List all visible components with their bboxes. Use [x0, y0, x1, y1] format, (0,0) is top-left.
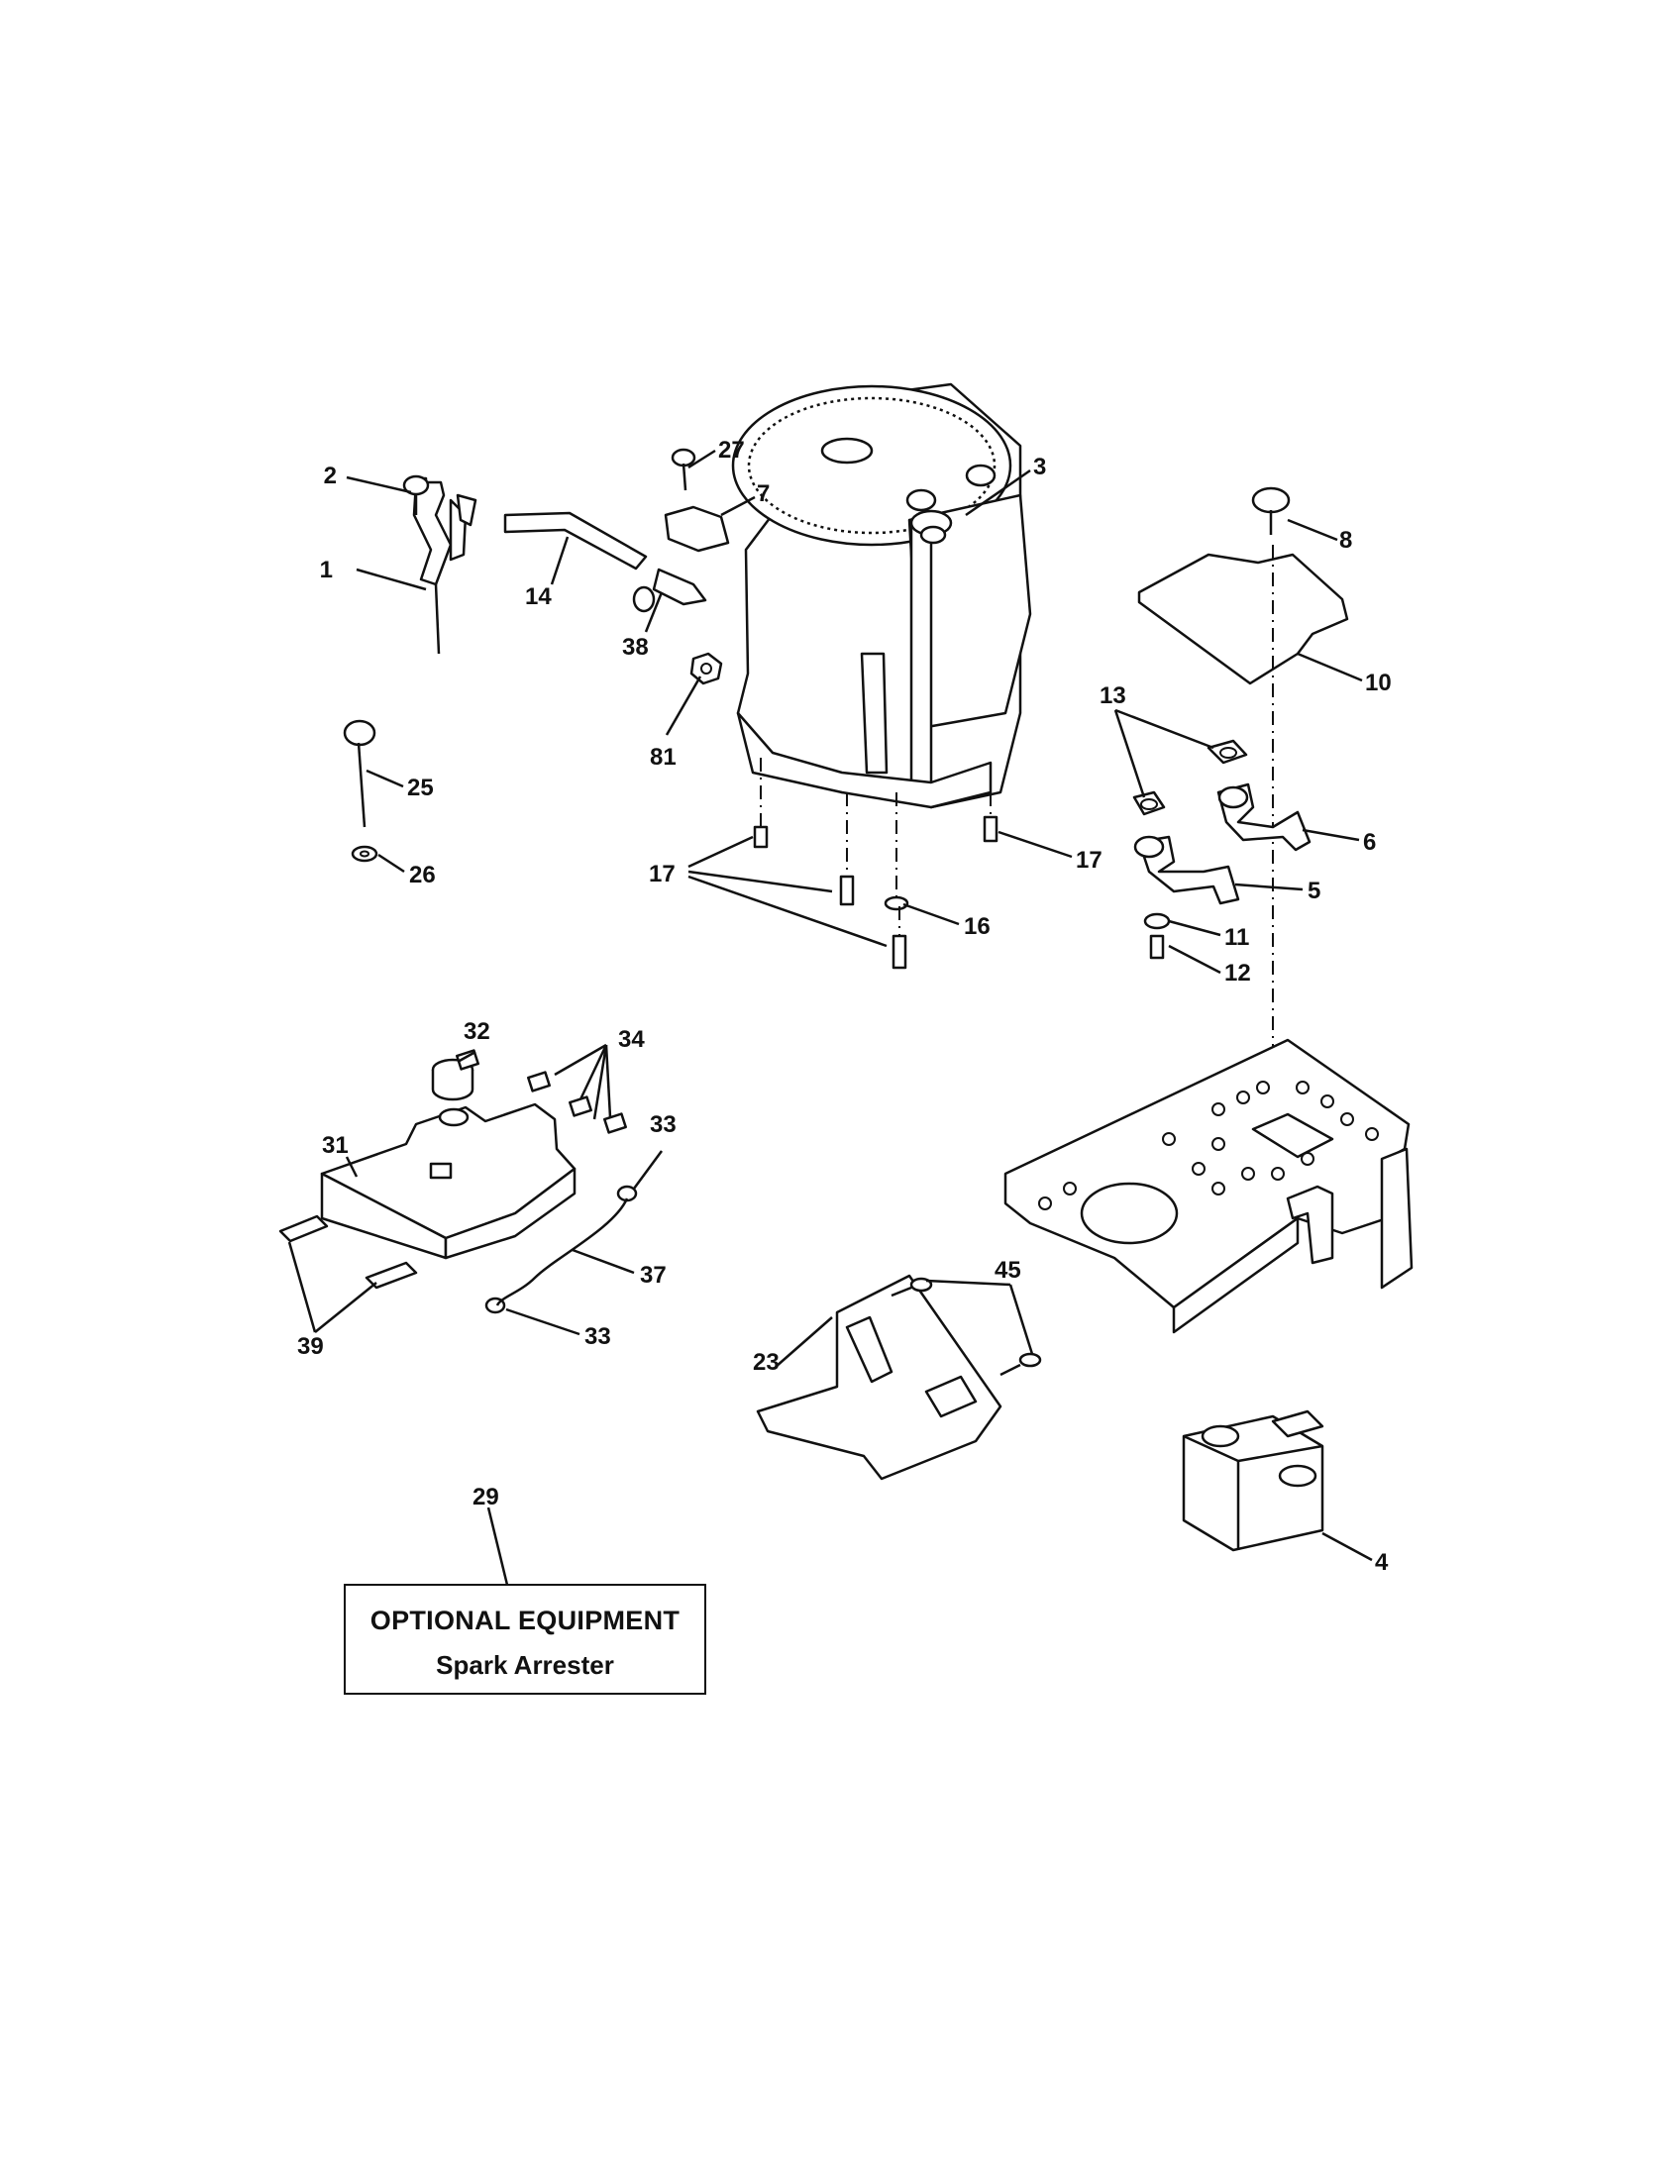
callout-12: 12: [1224, 960, 1251, 987]
callout-45: 45: [995, 1257, 1021, 1284]
callout-26: 26: [409, 862, 436, 888]
callout-5: 5: [1308, 878, 1320, 904]
callout-1: 1: [320, 557, 333, 583]
callout-34: 34: [618, 1026, 645, 1053]
grommet-part-34: [456, 1049, 627, 1134]
vent-tube-part-37: [495, 1197, 629, 1306]
callout-31: 31: [322, 1132, 349, 1159]
callout-10: 10: [1365, 670, 1392, 696]
callout-38: 38: [622, 634, 649, 661]
callout-16: 16: [964, 913, 991, 940]
callout-14: 14: [525, 583, 552, 610]
callout-8: 8: [1339, 527, 1352, 554]
callout-13: 13: [1100, 682, 1126, 709]
callout-29: 29: [472, 1484, 499, 1510]
choke-knob-part: [343, 719, 376, 828]
screw-part-8: [1251, 486, 1291, 535]
screw-part-2: [402, 474, 430, 515]
callout-33-bottom: 33: [584, 1323, 611, 1350]
bracket-part-23: [756, 1274, 1002, 1481]
callout-27: 27: [718, 437, 745, 464]
engine-part: [731, 382, 1032, 809]
lock-washer-part-11: [1143, 912, 1171, 930]
muffler-part: [1182, 1409, 1324, 1552]
callout-11: 11: [1224, 924, 1249, 951]
engine-mounting-plate: [1003, 1038, 1414, 1334]
callout-23: 23: [753, 1349, 780, 1376]
callout-37: 37: [640, 1262, 667, 1289]
callout-6: 6: [1363, 829, 1376, 856]
blower-housing-part-31: [320, 1102, 577, 1260]
callout-33-top: 33: [650, 1111, 677, 1138]
fuel-line-part: [503, 511, 648, 571]
engine-bolt-part: [753, 758, 998, 970]
callout-81: 81: [650, 744, 677, 771]
fuel-shutoff-part: [632, 568, 707, 613]
optional-equipment-box: OPTIONAL EQUIPMENT Spark Arrester: [344, 1584, 706, 1695]
spark-arrester-label: Spark Arrester: [436, 1650, 614, 1680]
clamp-part-7: [664, 505, 730, 553]
heat-shield-part: [1137, 545, 1349, 1139]
callout-4: 4: [1375, 1549, 1389, 1576]
optional-equipment-title: OPTIONAL EQUIPMENT: [369, 1606, 681, 1635]
callout-labels: 1 2 3 4 5 6 7 8 10 11 12 13 14 16 17 17 …: [297, 437, 1392, 1576]
washer-part-26: [351, 845, 378, 863]
leader-lines: [287, 449, 1373, 1586]
callout-17-right: 17: [1076, 847, 1102, 874]
gasket-part-13: [1132, 739, 1248, 816]
screw-part-27: [671, 448, 696, 491]
exhaust-pipe-part-5: [1133, 835, 1240, 905]
callout-25: 25: [407, 775, 434, 801]
callout-17-left: 17: [649, 861, 676, 887]
callout-32: 32: [464, 1018, 490, 1045]
callout-39: 39: [297, 1333, 324, 1360]
throttle-control-part: [407, 476, 477, 655]
callout-3: 3: [1033, 454, 1046, 480]
callout-2: 2: [324, 463, 337, 489]
bolt-part-12: [1149, 934, 1165, 960]
nut-part-81: [689, 652, 723, 685]
callout-7: 7: [757, 480, 770, 507]
exhaust-pipe-part-6: [1216, 782, 1312, 852]
